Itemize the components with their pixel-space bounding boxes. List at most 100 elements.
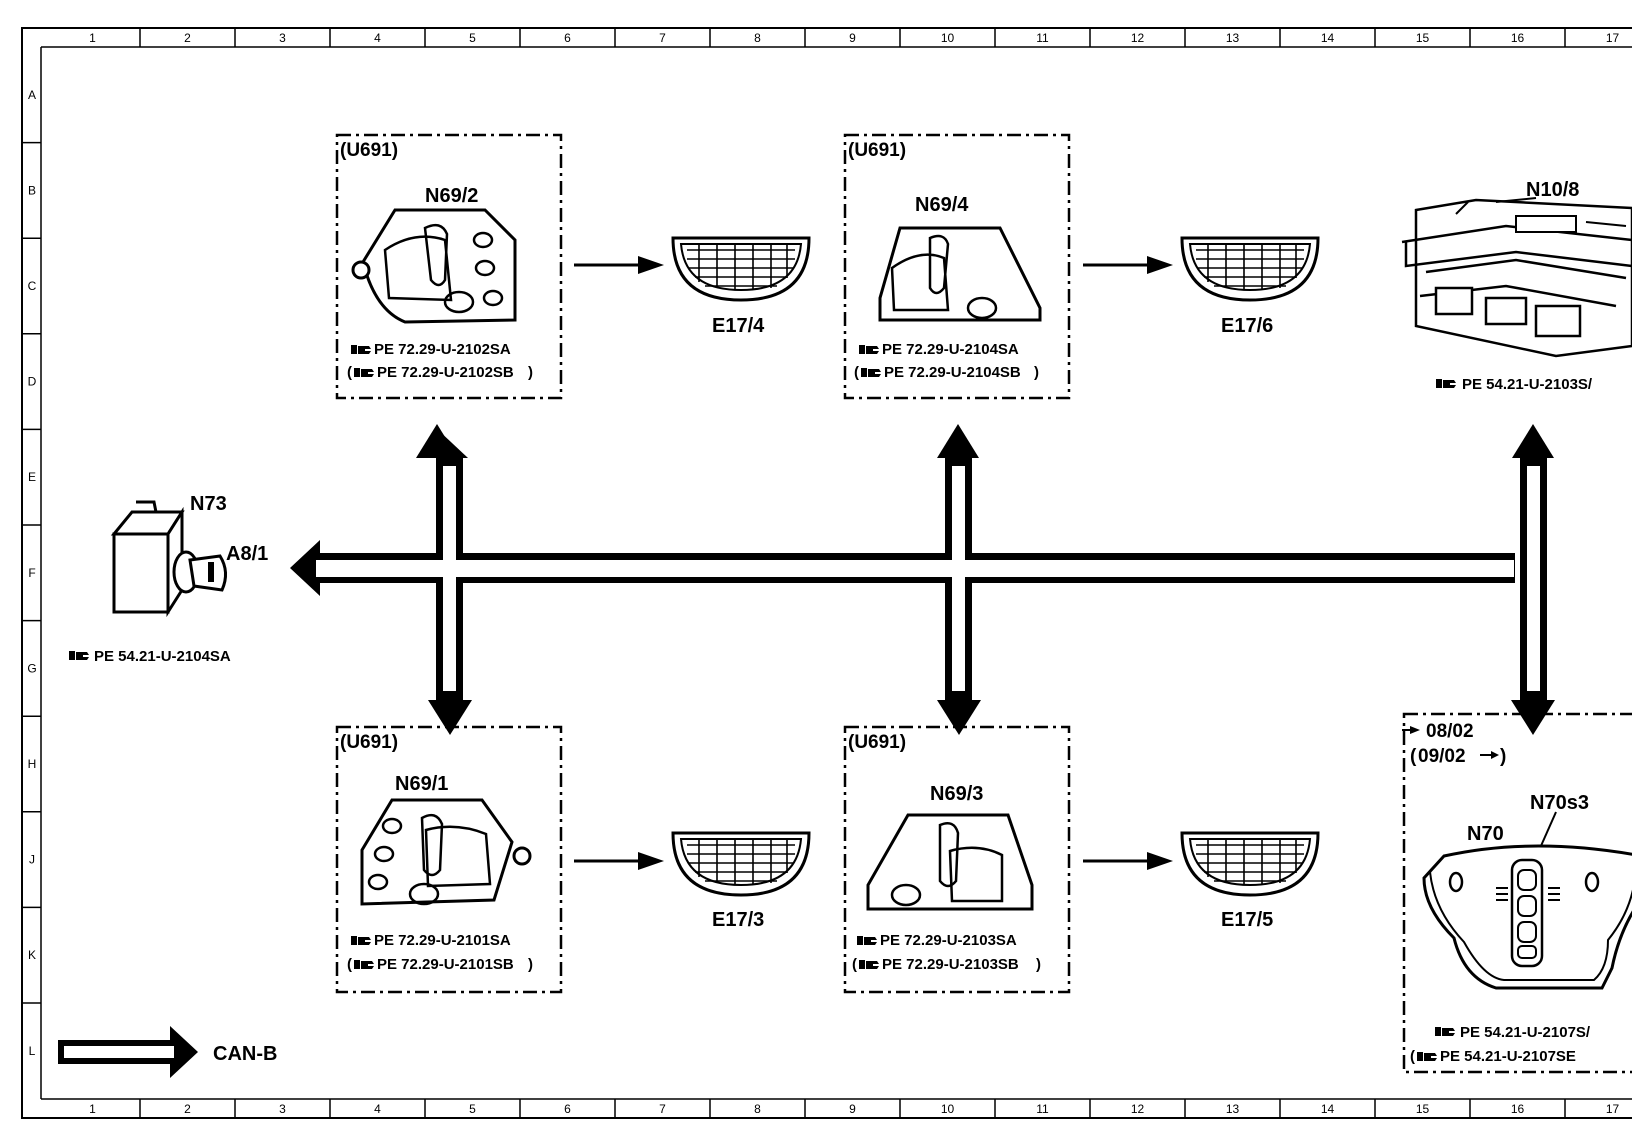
n70-date2: 09/02 <box>1418 746 1466 767</box>
e17-3-lamp: E17/3 <box>671 831 811 931</box>
n73-component: N73 A8/1 PE 54.21-U-2104SA <box>69 493 268 665</box>
svg-text:(: ( <box>852 956 857 973</box>
grid-column-label: 7 <box>659 31 666 45</box>
n73-label: N73 <box>190 493 227 515</box>
grid-column-label: 6 <box>564 31 571 45</box>
svg-text:(: ( <box>854 364 859 381</box>
n69-2-ref1: PE 72.29-U-2102SA <box>374 341 511 358</box>
e17-5-label: E17/5 <box>1221 909 1273 931</box>
n70s3-label: N70s3 <box>1530 792 1589 814</box>
grid-column-label: 17 <box>1606 1102 1620 1116</box>
n69-2-component: (U691) N69/2 PE 72.29-U-2102SA ( PE 72.2… <box>335 133 563 400</box>
can-b-bus <box>290 424 1555 735</box>
e17-6-label: E17/6 <box>1221 315 1273 337</box>
grid-row-label: G <box>27 661 36 675</box>
svg-text:): ) <box>528 956 533 973</box>
n69-3-ref2: PE 72.29-U-2103SB <box>882 956 1019 973</box>
grid-column-label: 9 <box>849 1102 856 1116</box>
grid-labels: 1122334455667788991010111112121313141415… <box>27 31 1619 1116</box>
grid-column-label: 13 <box>1226 31 1240 45</box>
legend-can-b-label: CAN-B <box>213 1043 277 1065</box>
e17-3-label: E17/3 <box>712 909 764 931</box>
grid-row-label: H <box>28 757 37 771</box>
grid-column-label: 11 <box>1036 1102 1049 1116</box>
seat-switch-icon <box>866 813 1034 911</box>
grid-column-label: 15 <box>1416 1102 1430 1116</box>
svg-text:(: ( <box>1410 746 1417 767</box>
seat-switch-icon <box>360 798 532 906</box>
grid-column-label: 7 <box>659 1102 666 1116</box>
grid-column-label: 13 <box>1226 1102 1240 1116</box>
n69-4-label: N69/4 <box>915 194 969 216</box>
n10-8-ref: PE 54.21-U-2103S/ <box>1462 376 1593 393</box>
svg-text:(: ( <box>1410 1048 1415 1065</box>
grid-row-label: L <box>29 1044 36 1058</box>
grid-column-label: 14 <box>1321 1102 1335 1116</box>
n69-3-label: N69/3 <box>930 783 983 805</box>
grid-column-label: 15 <box>1416 31 1430 45</box>
grid-column-label: 10 <box>941 31 955 45</box>
n70-label: N70 <box>1467 823 1504 845</box>
grid-column-label: 8 <box>754 1102 761 1116</box>
e17-5-lamp: E17/5 <box>1180 831 1320 931</box>
n69-1-ref1: PE 72.29-U-2101SA <box>374 932 511 949</box>
svg-text:): ) <box>1036 956 1041 973</box>
grid-column-label: 12 <box>1131 31 1145 45</box>
svg-text:): ) <box>1034 364 1039 381</box>
e17-6-lamp: E17/6 <box>1180 236 1320 337</box>
n69-2-ref2: PE 72.29-U-2102SB <box>377 364 514 381</box>
grid-column-label: 6 <box>564 1102 571 1116</box>
n73-ref: PE 54.21-U-2104SA <box>94 648 231 665</box>
grid-column-label: 1 <box>89 1102 96 1116</box>
grid-row-label: K <box>28 948 36 962</box>
grid-column-label: 8 <box>754 31 761 45</box>
n70-ref1: PE 54.21-U-2107S/ <box>1460 1024 1591 1041</box>
grid-row-label: J <box>29 853 35 867</box>
n69-1-option: (U691) <box>340 732 398 753</box>
a8-1-label: A8/1 <box>226 543 268 565</box>
grid-column-label: 4 <box>374 1102 381 1116</box>
n69-4-option: (U691) <box>848 140 906 161</box>
grid-column-label: 2 <box>184 31 191 45</box>
n70-component: 08/02 ( 09/02 ) N70s3 N70 PE 54.21-U-210… <box>1402 712 1632 1074</box>
seat-switch-icon <box>878 226 1042 322</box>
n70-date1: 08/02 <box>1426 721 1474 742</box>
n69-3-option: (U691) <box>848 732 906 753</box>
n69-1-ref2: PE 72.29-U-2101SB <box>377 956 514 973</box>
n70-ref2: PE 54.21-U-2107SE <box>1440 1048 1576 1065</box>
grid-column-label: 5 <box>469 1102 476 1116</box>
n69-1-label: N69/1 <box>395 773 448 795</box>
grid-column-label: 12 <box>1131 1102 1145 1116</box>
grid-column-label: 3 <box>279 31 286 45</box>
seat-switch-icon <box>351 208 517 324</box>
n69-1-component: (U691) N69/1 PE 72.29-U-2101SA ( PE 72.2… <box>335 725 563 994</box>
grid-row-label: D <box>28 375 37 389</box>
n69-4-ref1: PE 72.29-U-2104SA <box>882 341 1019 358</box>
e17-4-lamp: E17/4 <box>671 236 811 337</box>
grid-column-label: 17 <box>1606 31 1620 45</box>
grid-column-label: 4 <box>374 31 381 45</box>
grid-column-label: 16 <box>1511 1102 1525 1116</box>
n10-8-label: N10/8 <box>1526 179 1579 201</box>
grid-ticks <box>22 28 1566 1118</box>
grid-row-label: C <box>28 279 37 293</box>
overhead-panel-icon <box>1422 844 1632 990</box>
grid-column-label: 5 <box>469 31 476 45</box>
grid-column-label: 1 <box>89 31 96 45</box>
svg-text:(: ( <box>347 956 352 973</box>
grid-column-label: 2 <box>184 1102 191 1116</box>
grid-column-label: 10 <box>941 1102 955 1116</box>
grid-row-label: E <box>28 470 36 484</box>
grid-column-label: 3 <box>279 1102 286 1116</box>
n69-4-ref2: PE 72.29-U-2104SB <box>884 364 1021 381</box>
n69-3-component: (U691) N69/3 PE 72.29-U-2103SA ( PE 72.2… <box>843 725 1071 994</box>
n10-8-component: N10/8 PE 54.21-U-2103S/ <box>1401 179 1632 393</box>
grid-column-label: 11 <box>1036 31 1049 45</box>
grid-row-label: F <box>28 566 35 580</box>
signal-arrows <box>574 256 1173 870</box>
grid-column-label: 14 <box>1321 31 1335 45</box>
svg-text:): ) <box>528 364 533 381</box>
grid-row-label: B <box>28 183 36 197</box>
grid-column-label: 9 <box>849 31 856 45</box>
